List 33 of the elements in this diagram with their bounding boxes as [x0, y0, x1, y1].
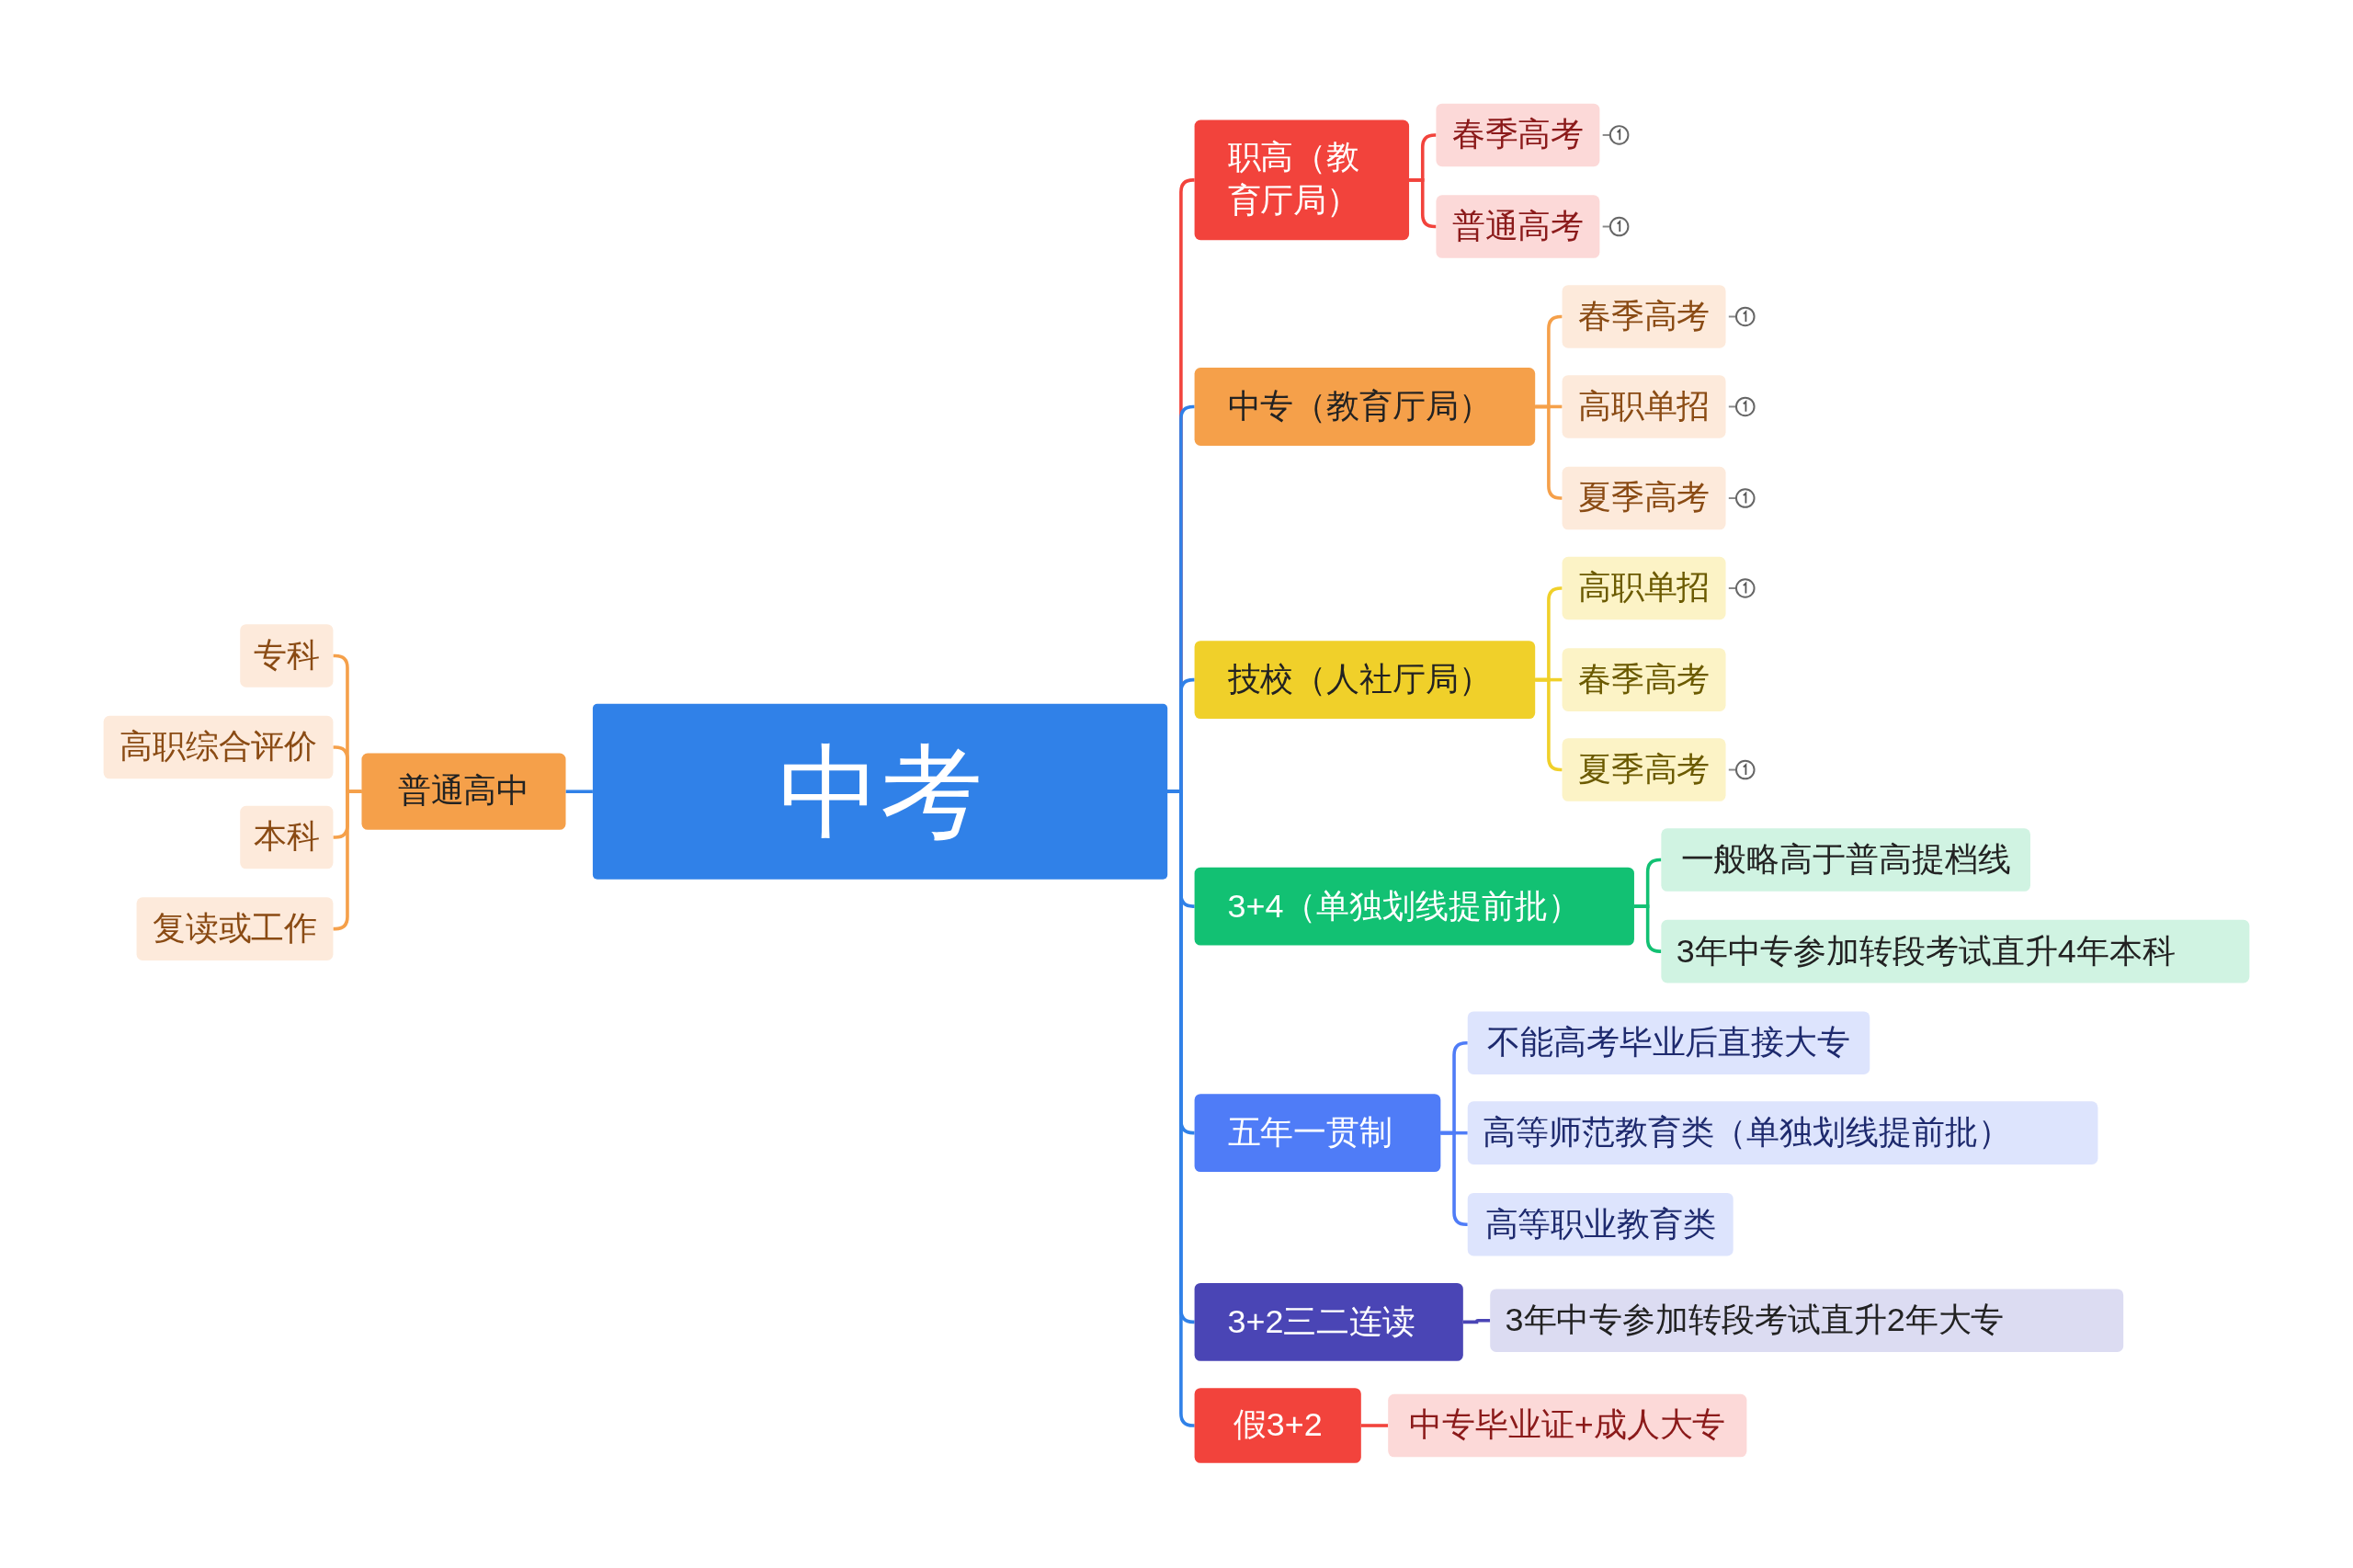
topic-box: 3+2三二连读 [1194, 1282, 1463, 1361]
subtopic-box: 3年中专参加转段考试直升2年大专 [1490, 1289, 2124, 1352]
subtopic-box: 春季高考 [1562, 648, 1726, 711]
subtopic-box: 复读或工作 [136, 897, 334, 960]
connector-line [1409, 178, 1437, 229]
topic-box: 中专（教育厅局） [1194, 368, 1536, 446]
subtopic-box: 春季高考 [1562, 285, 1726, 348]
subtopic-box: 3年中专参加转段考试直升4年本科 [1661, 919, 2250, 983]
central-topic: 中考 [592, 703, 1168, 880]
subtopic-box: 本科 [240, 805, 334, 869]
subtopic-box: 专科 [240, 624, 334, 687]
topic-box: 五年一贯制 [1194, 1094, 1441, 1173]
topic-box: 职高（教育厅局） [1194, 119, 1410, 241]
subtopic-box: 高职单招 [1562, 375, 1726, 438]
subtopic-box: 中专毕业证+成人大专 [1388, 1393, 1747, 1458]
subtopic-box: 春季高考 [1436, 103, 1600, 167]
connector-line [1360, 1424, 1389, 1427]
subtopic-box: 高职单招 [1562, 556, 1726, 620]
subtopic-box: 一般略高于普高提档线 [1661, 828, 2030, 892]
topic-box: 技校（人社厅局） [1194, 641, 1536, 720]
subtopic-box: 高等职业教育类 [1467, 1192, 1733, 1256]
topic-box: 3+4（单独划线提前批） [1194, 867, 1634, 946]
connector-line [565, 790, 593, 793]
subtopic-box: 夏季高考 [1562, 738, 1726, 801]
topic-box: 假3+2 [1194, 1388, 1361, 1463]
connector-line [1462, 1318, 1491, 1324]
connector-line [1633, 904, 1662, 953]
subtopic-box: 不能高考毕业后直接大专 [1467, 1011, 1870, 1074]
subtopic-box: 高等师范教育类（单独划线提前批） [1467, 1101, 2098, 1165]
subtopic-box: 普通高考 [1436, 195, 1600, 258]
subtopic-box: 夏季高考 [1562, 466, 1726, 530]
topic-box: 普通高中 [361, 753, 566, 830]
subtopic-box: 高职综合评价 [103, 715, 334, 779]
